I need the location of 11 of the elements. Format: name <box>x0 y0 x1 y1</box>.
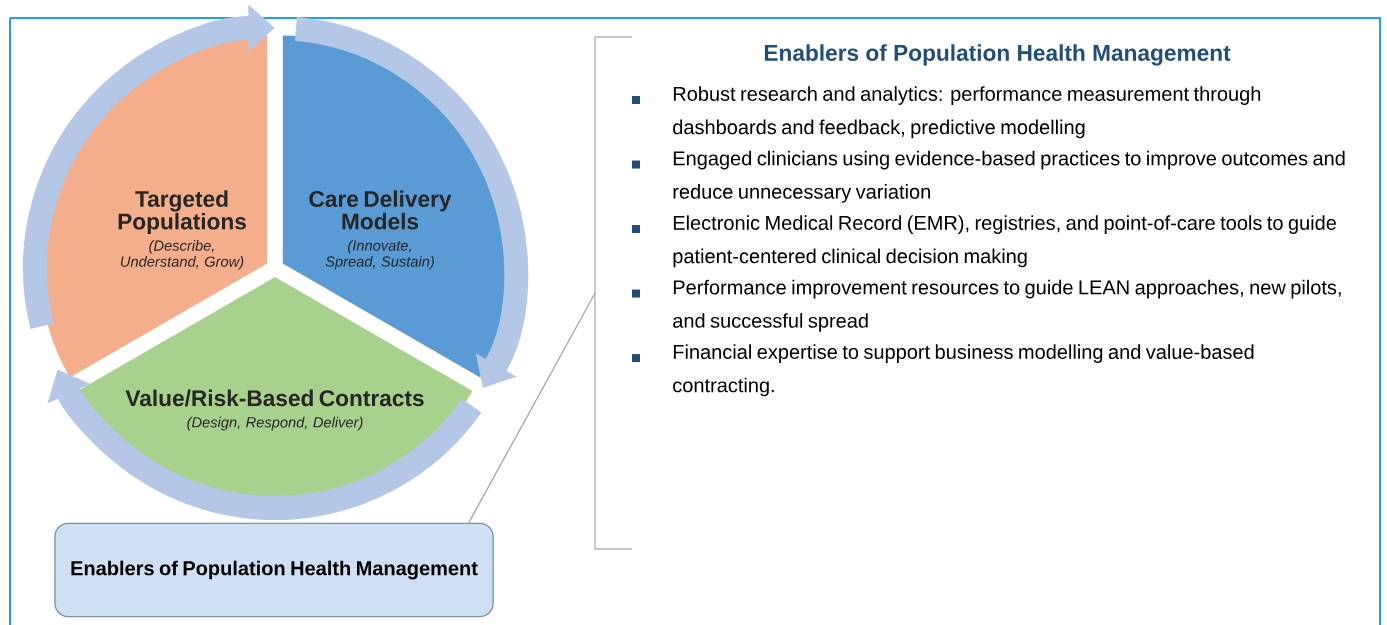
bullet-text: Robust research and analytics: performance measurement through dashboards and feedback, predictive modelling <box>673 86 1261 139</box>
bullet-text: Performance improvement resources to guide LEAN approaches, new pilots, and successful spread <box>673 279 1341 332</box>
bullet-text: Financial expertise to support business modelling and value-based contracting. <box>673 344 1254 397</box>
pie-sector: Targeted Populations (Describe, Understand, Grow) <box>39 35 268 378</box>
leader-line <box>468 292 596 524</box>
label-box: Enablers of Population Health Management <box>54 522 494 618</box>
bullet-text: Engaged clinicians using evidence-based practices to improve outcomes and reduce unnecessary variation <box>673 150 1345 203</box>
bullet-text: Electronic Medical Record (EMR), registries, and point-of-care tools to guide patient-centered clinical decision making <box>673 215 1336 268</box>
pie-sector: Care Delivery Models (Innovate, Spread, Sustain) <box>282 35 511 378</box>
heading: Enablers of Population Health Management <box>764 44 1231 66</box>
pie-sector: Value/Risk-Based Contracts (Design, Respond, Deliver) <box>77 277 473 505</box>
